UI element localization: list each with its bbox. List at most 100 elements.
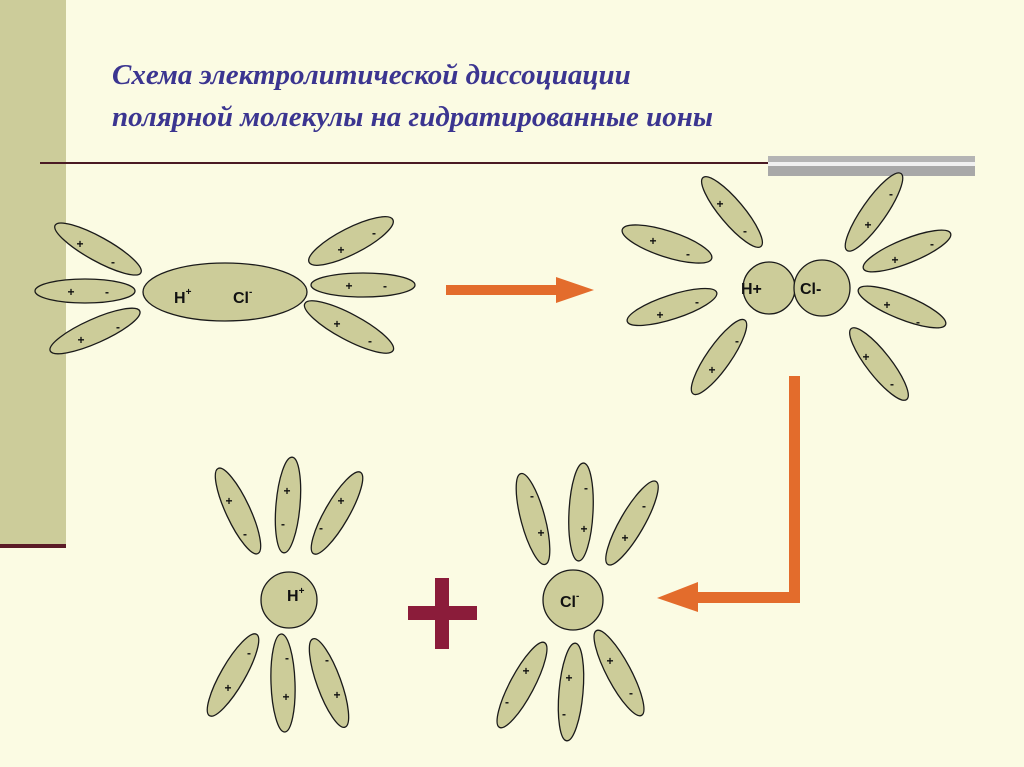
cl-ion [793,259,851,317]
dipole-minus-sign: - [562,707,566,721]
dipole-minus-sign: - [735,334,739,348]
water-dipole: + - [303,300,395,354]
dipole-minus-sign: - [505,695,509,709]
dipole-plus-sign: + [621,531,628,545]
dipole-plus-sign: + [862,350,869,364]
dipole-minus-sign: - [105,285,109,299]
title-line-1: Схема электролитической диссоциации [112,59,631,91]
water-dipole: + - [557,642,585,742]
dipole-plus-sign: + [345,279,352,293]
dipole-plus-sign: + [891,253,898,267]
dipole-minus-sign: - [325,653,329,667]
dipole-plus-sign: + [522,664,529,678]
dipole-plus-sign: + [883,298,890,312]
water-dipole: + - [274,456,302,554]
cl-ion-label: Cl- [560,591,579,611]
water-dipole: - + [515,472,551,566]
h-ion-label: H+ [741,281,762,298]
water-dipole: + - [626,287,718,327]
dipole-minus-sign: - [285,651,289,665]
dipole-minus-sign: - [247,646,251,660]
water-dipole: + - [621,224,713,264]
water-dipole: + - [308,216,394,266]
dipole-plus-sign: + [656,308,663,322]
hydrated-cl-ion: Cl- - + - + - + + - + - + - [496,462,659,742]
water-dipole: + - [270,633,296,733]
water-dipole: - + [605,480,659,566]
water-dipole: + - [310,272,416,298]
left-decor-bar [0,0,66,548]
dipole-minus-sign: - [372,226,376,240]
dipole-plus-sign: + [67,285,74,299]
dipole-plus-sign: + [77,333,84,347]
water-dipole: + - [849,327,909,401]
dipole-plus-sign: + [337,494,344,508]
water-dipole: + - [49,307,141,355]
title-underline [40,162,975,164]
dipole-minus-sign: - [686,247,690,261]
dipole-minus-sign: - [116,320,120,334]
water-dipole: + - [206,633,260,717]
dipole-minus-sign: - [642,499,646,513]
arrow-down-left [657,376,800,612]
dipole-plus-sign: + [606,654,613,668]
left-decor-line [0,544,66,548]
dipole-plus-sign: + [580,522,587,536]
stage-2-ion-separation: H+ Cl- + - + - + - + - + - + - + [621,172,952,401]
water-dipole: + - [700,176,764,248]
dipole-minus-sign: - [695,295,699,309]
dipole-plus-sign: + [537,526,544,540]
dipole-minus-sign: - [916,315,920,329]
h-ion-label: H+ [287,586,305,605]
dipole-minus-sign: - [889,187,893,201]
title-underline-accent [768,156,975,176]
dipole-plus-sign: + [282,690,289,704]
dipole-minus-sign: - [629,686,633,700]
big-plus-sign [408,578,477,649]
dipole-plus-sign: + [565,671,572,685]
arrow-right [446,277,594,303]
water-dipole: + - [862,229,952,273]
dipole-minus-sign: - [111,255,115,269]
water-dipole: + - [496,641,548,729]
dipole-minus-sign: - [243,527,247,541]
stage-1-polar-molecule: H+ Cl- + - + - + - + - + - + - [34,216,416,355]
water-dipole: + - [34,278,136,304]
dipole-minus-sign: - [890,377,894,391]
dipole-minus-sign: - [368,334,372,348]
title-line-2: полярной молекулы на гидратированные ион… [112,101,713,133]
dipole-plus-sign: + [225,494,232,508]
dipole-plus-sign: + [864,218,871,232]
dipole-plus-sign: + [337,243,344,257]
dipole-plus-sign: + [333,688,340,702]
water-dipole: + - [310,471,364,555]
cl-ion [542,569,604,631]
dipole-minus-sign: - [319,521,323,535]
hcl-molecule [142,262,308,322]
h-ion [260,571,318,629]
dipole-minus-sign: - [281,517,285,531]
water-dipole: + - [308,637,350,729]
dipole-plus-sign: + [716,197,723,211]
dipole-minus-sign: - [930,237,934,251]
cl-ion-label: Cl- [800,281,821,298]
dipole-minus-sign: - [530,489,534,503]
dipole-plus-sign: + [76,237,83,251]
hcl-h-label: H+ [174,287,192,307]
dipole-minus-sign: - [743,224,747,238]
dipole-plus-sign: + [283,484,290,498]
hcl-cl-label: Cl- [233,287,252,307]
water-dipole: + - [214,467,262,555]
dipole-minus-sign: - [584,481,588,495]
hydrated-h-ion: H+ + - + - + - + - + - + - [206,456,364,733]
water-dipole: + - [844,172,904,252]
water-dipole: + - [593,629,645,717]
dipole-plus-sign: + [708,363,715,377]
water-dipole: + - [857,285,947,329]
dipole-plus-sign: + [224,681,231,695]
dipole-plus-sign: + [333,317,340,331]
water-dipole: + - [54,222,142,276]
slide-title: Схема электролитической диссоциации поля… [112,54,872,138]
